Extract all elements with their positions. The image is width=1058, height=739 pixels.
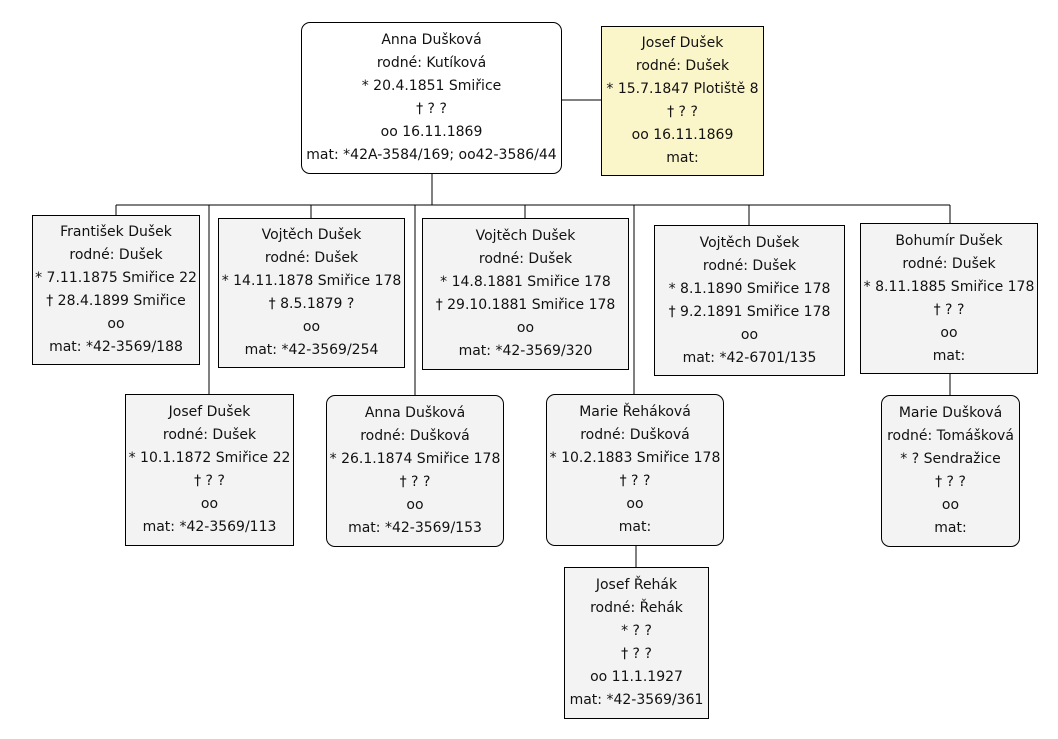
person-records: mat: *42A-3584/169; oo42-3586/44 <box>306 147 557 163</box>
person-marriage: oo <box>516 320 535 336</box>
person-birth: * 14.11.1878 Smiřice 178 <box>221 273 402 289</box>
person-marriage: oo <box>626 496 644 512</box>
person-birth-name: rodné: Tomášková <box>887 428 1014 444</box>
person-birth-name: rodné: Dušek <box>162 427 257 443</box>
person-marriage: oo 16.11.1869 <box>631 127 734 143</box>
person-death: † ? ? <box>619 473 651 489</box>
person-card-josef-dusek-1872[interactable]: Josef Dušek rodné: Dušek * 10.1.1872 Smi… <box>125 394 294 546</box>
person-card-josef-dusek-1847[interactable]: Josef Dušek rodné: Dušek * 15.7.1847 Plo… <box>601 26 764 176</box>
person-birth: * 15.7.1847 Plotiště 8 <box>606 81 759 97</box>
person-records: mat: *42-3569/153 <box>348 520 482 536</box>
person-name: Vojtěch Dušek <box>475 228 576 244</box>
person-birth-name: rodné: Dušek <box>902 255 996 272</box>
person-card-marie-rehakova[interactable]: Marie Řeháková rodné: Dušková * 10.2.188… <box>546 394 724 546</box>
person-birth: * 20.4.1851 Smiřice <box>361 78 502 94</box>
person-name: Anna Dušková <box>364 405 466 421</box>
person-marriage: oo 11.1.1927 <box>590 669 683 685</box>
person-birth: * ? ? <box>621 623 652 639</box>
person-death: † ? ? <box>667 104 698 120</box>
person-death: † 29.10.1881 Smiřice 178 <box>435 297 616 313</box>
person-birth: * ? Sendražice <box>900 451 1001 467</box>
person-marriage: oo <box>740 326 759 343</box>
person-records: mat: <box>934 520 967 536</box>
person-records: mat: *42-3569/188 <box>49 339 183 355</box>
person-birth-name: rodné: Dušek <box>264 250 359 266</box>
person-card-bohumir-dusek[interactable]: Bohumír Dušek rodné: Dušek * 8.11.1885 S… <box>860 223 1038 374</box>
person-birth-name: rodné: Dušek <box>702 257 797 274</box>
person-card-vojtech-dusek-1890[interactable]: Vojtěch Dušek rodné: Dušek * 8.1.1890 Sm… <box>654 225 845 376</box>
person-death: † 28.4.1899 Smiřice <box>46 293 186 309</box>
person-name: Marie Dušková <box>898 405 1003 421</box>
person-birth: * 8.11.1885 Smiřice 178 <box>863 278 1035 295</box>
person-records: mat: <box>932 347 966 364</box>
person-death: † ? ? <box>933 301 965 318</box>
person-name: Anna Dušková <box>381 32 482 48</box>
person-death: † ? ? <box>935 474 966 490</box>
person-birth: * 10.2.1883 Smiřice 178 <box>549 450 721 466</box>
person-name: Josef Řehák <box>595 577 678 593</box>
person-marriage: oo <box>940 324 958 341</box>
person-birth-name: rodné: Dušek <box>69 247 163 263</box>
person-records: mat: *42-3569/361 <box>569 692 704 708</box>
person-death: † ? ? <box>621 646 652 662</box>
person-birth: * 10.1.1872 Smiřice 22 <box>128 450 291 466</box>
person-death: † ? ? <box>399 474 431 490</box>
person-name: Vojtěch Dušek <box>261 227 362 243</box>
person-death: † 8.5.1879 ? <box>268 296 355 312</box>
person-death: † ? ? <box>194 473 225 489</box>
person-name: Vojtěch Dušek <box>699 234 800 251</box>
person-records: mat: <box>666 150 699 166</box>
person-card-vojtech-dusek-1881[interactable]: Vojtěch Dušek rodné: Dušek * 14.8.1881 S… <box>422 218 629 370</box>
person-card-anna-kutikova[interactable]: Anna Dušková rodné: Kutíková * 20.4.1851… <box>301 22 562 174</box>
person-records: mat: *42-3569/113 <box>142 519 277 535</box>
person-marriage: oo <box>200 496 219 512</box>
person-name: Bohumír Dušek <box>895 232 1003 249</box>
person-marriage: oo <box>302 319 321 335</box>
person-death: † 9.2.1891 Smiřice 178 <box>668 303 831 320</box>
person-birth-name: rodné: Kutíková <box>376 55 487 71</box>
person-birth-name: rodné: Dušek <box>478 251 573 267</box>
person-name: Marie Řeháková <box>579 404 691 420</box>
person-marriage: oo 16.11.1869 <box>380 124 483 140</box>
person-name: František Dušek <box>60 224 172 240</box>
person-records: mat: *42-3569/254 <box>244 342 379 358</box>
person-card-marie-duskova[interactable]: Marie Dušková rodné: Tomášková * ? Sendr… <box>881 395 1020 547</box>
person-card-josef-rehak[interactable]: Josef Řehák rodné: Řehák * ? ? † ? ? oo … <box>564 567 709 719</box>
person-birth: * 26.1.1874 Smiřice 178 <box>329 451 501 467</box>
person-birth: * 7.11.1875 Smiřice 22 <box>35 270 197 286</box>
person-card-anna-duskova-1874[interactable]: Anna Dušková rodné: Dušková * 26.1.1874 … <box>326 395 504 547</box>
person-birth-name: rodné: Dušková <box>580 427 690 443</box>
person-marriage: oo <box>406 497 424 513</box>
person-birth-name: rodné: Dušková <box>360 428 470 444</box>
person-records: mat: *42-6701/135 <box>682 349 817 366</box>
person-death: † ? ? <box>416 101 447 117</box>
person-name: Josef Dušek <box>641 35 724 51</box>
person-birth: * 8.1.1890 Smiřice 178 <box>668 280 831 297</box>
person-records: mat: <box>618 519 652 535</box>
person-marriage: oo <box>107 316 125 332</box>
person-birth-name: rodné: Řehák <box>590 600 683 616</box>
person-birth-name: rodné: Dušek <box>635 58 730 74</box>
person-birth: * 14.8.1881 Smiřice 178 <box>440 274 611 290</box>
person-card-frantisek-dusek[interactable]: František Dušek rodné: Dušek * 7.11.1875… <box>32 215 200 365</box>
person-name: Josef Dušek <box>168 404 251 420</box>
person-marriage: oo <box>941 497 960 513</box>
person-card-vojtech-dusek-1878[interactable]: Vojtěch Dušek rodné: Dušek * 14.11.1878 … <box>218 218 405 368</box>
person-records: mat: *42-3569/320 <box>458 343 593 359</box>
